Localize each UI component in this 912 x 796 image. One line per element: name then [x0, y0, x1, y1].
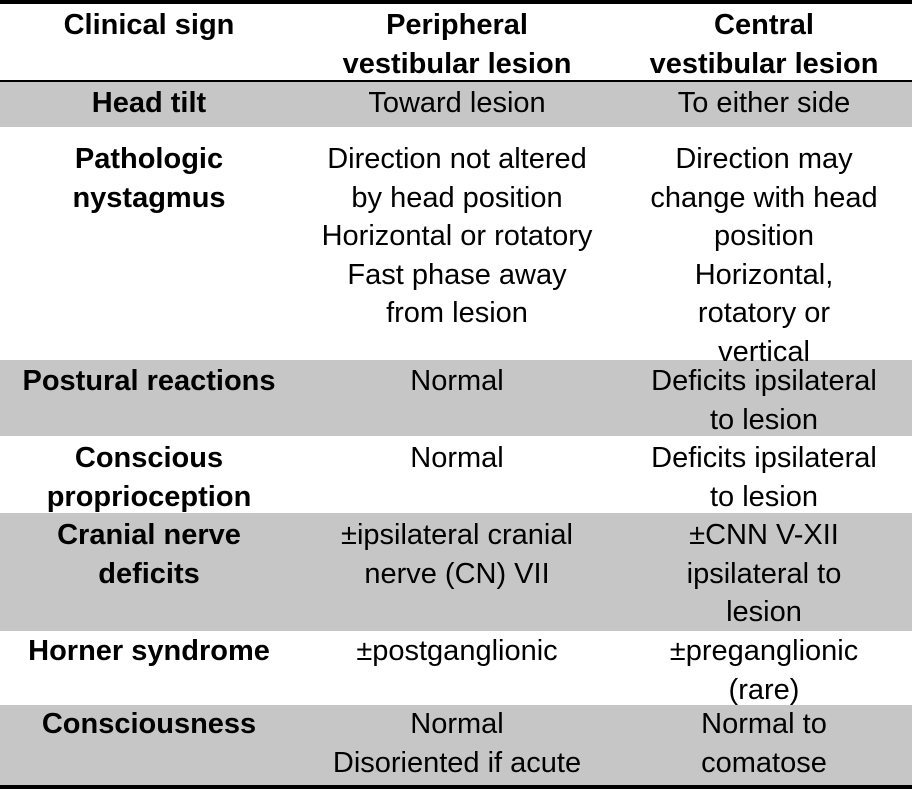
central-cell: To either side — [677, 87, 851, 119]
header-central-lesion: Central vestibular lesion — [649, 9, 879, 80]
table-row: Consciousness Normal Disoriented if acut… — [0, 705, 912, 785]
row-label-postural-reactions: Postural reactions — [22, 365, 276, 397]
row-label-head-tilt: Head tilt — [91, 87, 207, 119]
table-row: Cranial nerve deficits ±ipsilateral cran… — [0, 513, 912, 631]
central-cell: Deficits ipsilateral to lesion — [651, 365, 877, 436]
row-label-pathologic-nystagmus: Pathologic nystagmus — [72, 143, 226, 214]
peripheral-cell: Normal — [410, 365, 504, 397]
central-cell: ±CNN V-XII ipsilateral to lesion — [686, 519, 842, 628]
row-label-cranial-nerve-deficits: Cranial nerve deficits — [57, 519, 241, 590]
peripheral-cell: Normal — [410, 442, 504, 474]
row-label-conscious-proprioception: Conscious proprioception — [46, 442, 252, 513]
table-header-rule — [0, 80, 912, 82]
row-label-horner-syndrome: Horner syndrome — [28, 635, 270, 667]
peripheral-cell: ±ipsilateral cranial nerve (CN) VII — [341, 519, 573, 590]
central-cell: ±preganglionic (rare) — [669, 635, 859, 706]
peripheral-cell: Direction not altered by head position H… — [321, 143, 593, 329]
table-row: Conscious proprioception Normal Deficits… — [0, 436, 912, 513]
table-bottom-rule — [0, 785, 912, 789]
table-header-row: Clinical sign Peripheral vestibular lesi… — [0, 4, 912, 80]
central-cell: Direction may change with head position … — [650, 143, 878, 368]
peripheral-cell: Toward lesion — [368, 87, 546, 119]
table-row: Horner syndrome ±postganglionic ±pregang… — [0, 631, 912, 706]
table-row: Postural reactions Normal Deficits ipsil… — [0, 360, 912, 436]
header-clinical-sign: Clinical sign — [63, 9, 235, 41]
peripheral-cell: ±postganglionic — [356, 635, 558, 667]
table-top-rule — [0, 0, 912, 4]
central-cell: Deficits ipsilateral to lesion — [651, 442, 877, 513]
table-row: Head tilt Toward lesion To either side — [0, 82, 912, 127]
central-cell: Normal to comatose — [701, 708, 827, 779]
row-label-consciousness: Consciousness — [41, 708, 257, 740]
peripheral-cell: Normal Disoriented if acute — [332, 708, 582, 779]
header-peripheral-lesion: Peripheral vestibular lesion — [342, 9, 572, 80]
table-row: Pathologic nystagmus Direction not alter… — [0, 127, 912, 368]
